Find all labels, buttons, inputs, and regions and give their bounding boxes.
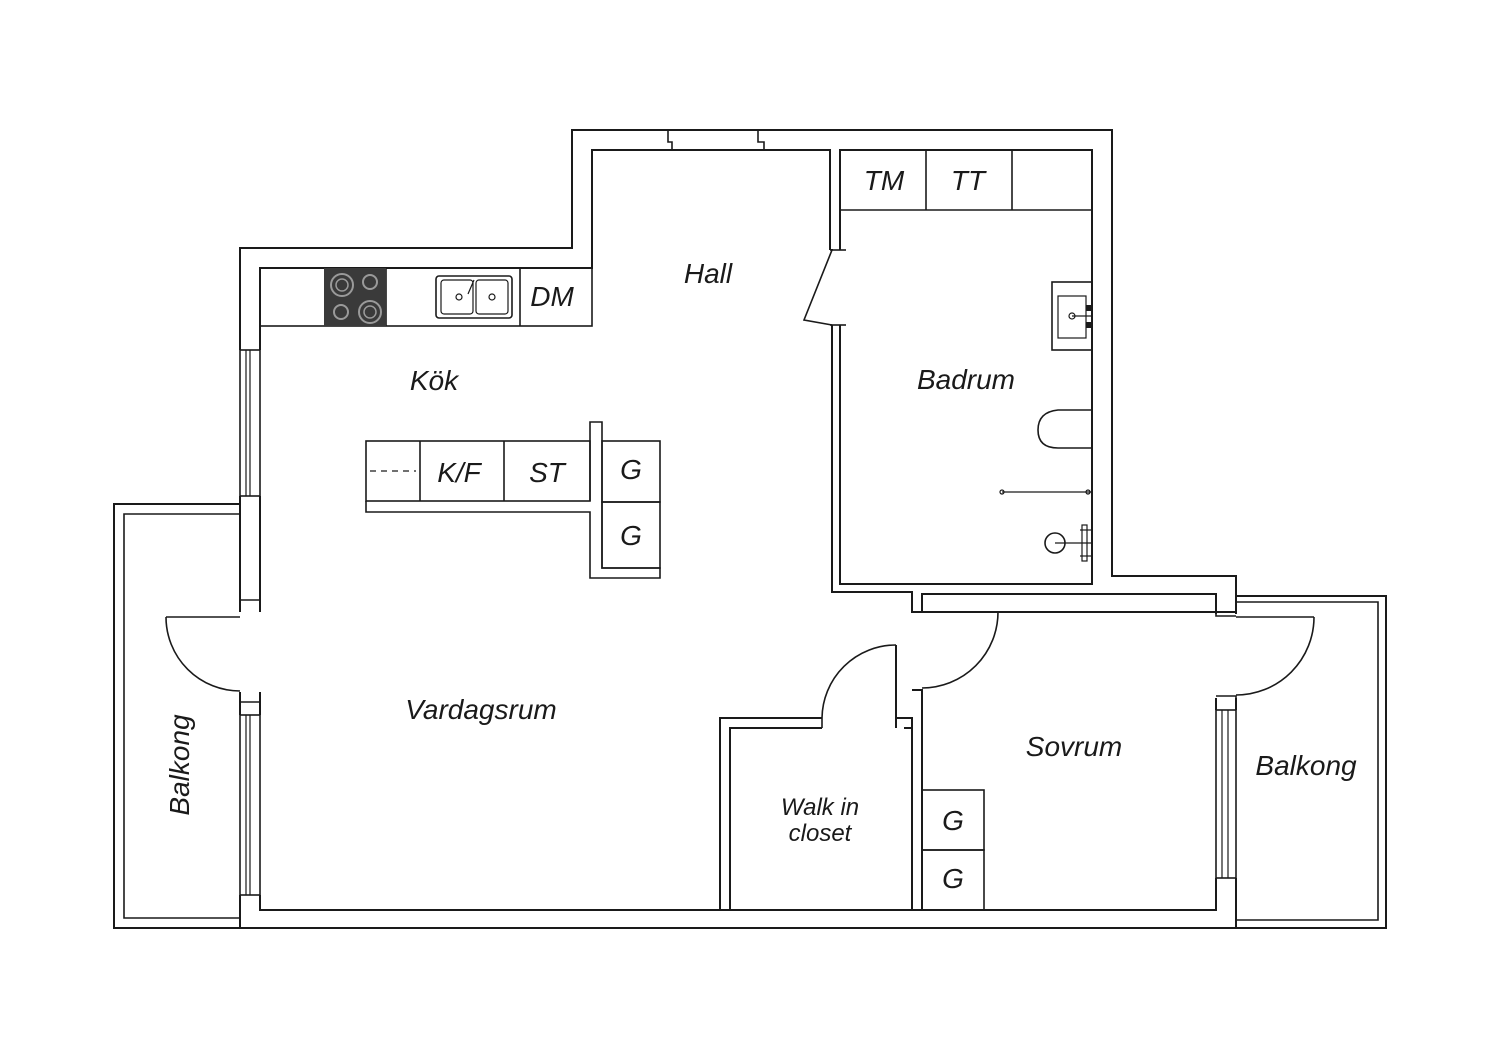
balcony-door-icon [165, 599, 262, 715]
closet-label: G [942, 805, 964, 836]
balcony-door-icon [1214, 612, 1315, 710]
front-door-opening [667, 130, 765, 150]
washing-machine-label: TM [864, 165, 905, 196]
bedroom-door-icon [921, 611, 999, 689]
toilet-icon [1037, 409, 1092, 449]
room-label-living-room: Vardagsrum [405, 694, 556, 725]
right-balcony [1236, 595, 1387, 929]
closet-label: G [942, 863, 964, 894]
room-label-bedroom: Sovrum [1026, 731, 1122, 762]
room-label-balcony-left: Balkong [164, 714, 195, 816]
room-label-kitchen: Kök [410, 365, 460, 396]
right-window [1214, 709, 1238, 879]
dishwasher-label: DM [530, 281, 574, 312]
room-label-balcony-right: Balkong [1255, 750, 1357, 781]
kitchen-sink-icon [435, 275, 513, 319]
room-label-hall: Hall [684, 258, 733, 289]
bathroom-door-icon [802, 249, 833, 326]
bedroom-closets [921, 789, 985, 911]
left-windows [238, 349, 262, 896]
stove-icon [324, 268, 386, 326]
walk-in-closet [719, 645, 913, 910]
wardrobe-label: ST [529, 457, 567, 488]
room-label-walk-in-closet: Walk in [781, 794, 859, 821]
bathroom-walls [826, 149, 1093, 585]
closet-label: G [620, 520, 642, 551]
left-balcony [113, 503, 240, 929]
room-label-walk-in-closet: closet [789, 820, 853, 847]
sink-icon [1051, 281, 1093, 351]
fridge-freezer-label: K/F [437, 457, 482, 488]
outer-walls [239, 129, 1237, 929]
kitchen-island [365, 421, 661, 579]
shower-icon [999, 489, 1092, 562]
closet-door-icon [821, 644, 897, 719]
tumble-dryer-label: TT [951, 165, 987, 196]
room-label-bathroom: Badrum [917, 364, 1015, 395]
closet-label: G [620, 454, 642, 485]
